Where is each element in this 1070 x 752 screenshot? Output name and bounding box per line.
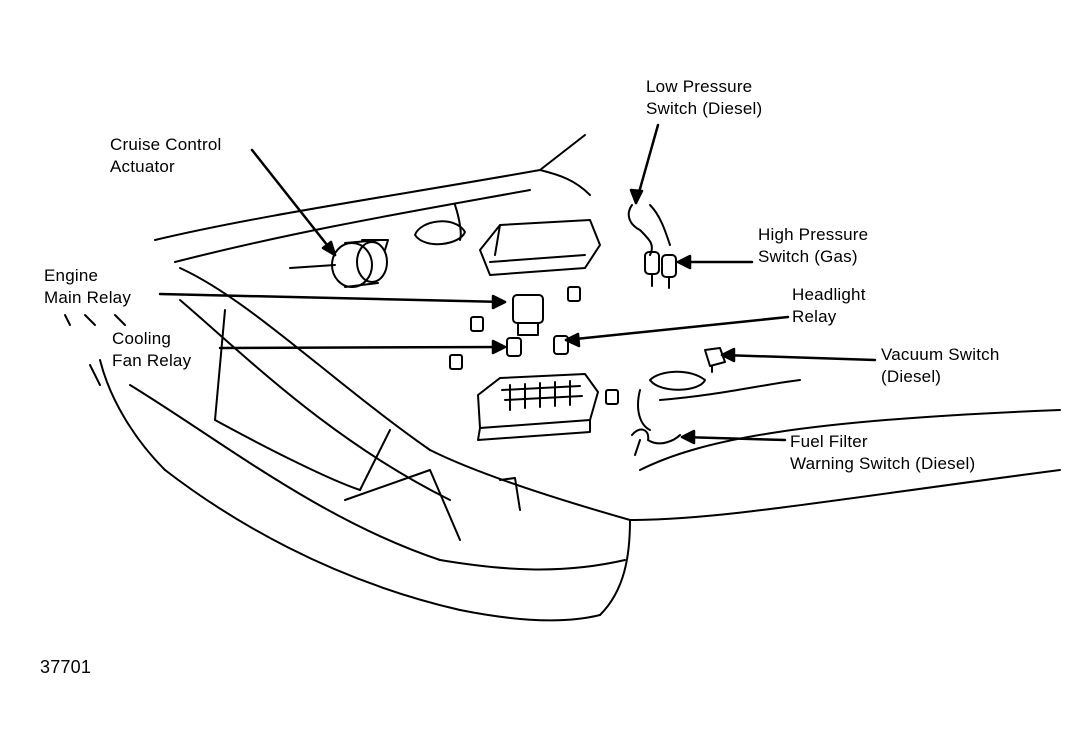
- label-line: Warning Switch (Diesel): [790, 454, 976, 473]
- label-cruise-control-actuator: Cruise Control Actuator: [110, 134, 221, 178]
- label-fuel-filter-warning-switch: Fuel Filter Warning Switch (Diesel): [790, 431, 975, 475]
- label-vacuum-switch: Vacuum Switch (Diesel): [881, 344, 1000, 388]
- label-line: Switch (Gas): [758, 247, 858, 266]
- label-cooling-fan-relay: Cooling Fan Relay: [112, 328, 191, 372]
- leader-lines: [158, 123, 877, 445]
- fuse-block: [477, 373, 599, 441]
- label-line: Vacuum Switch: [881, 345, 1000, 364]
- cruise-control-actuator-part: [289, 239, 389, 288]
- label-high-pressure-switch: High Pressure Switch (Gas): [758, 224, 868, 268]
- relays: [449, 286, 619, 405]
- pressure-switches: [627, 204, 677, 289]
- label-headlight-relay: Headlight Relay: [792, 284, 866, 328]
- label-line: Actuator: [110, 157, 175, 176]
- air-cleaner: [479, 219, 601, 276]
- label-line: (Diesel): [881, 367, 942, 386]
- label-line: Cruise Control: [110, 135, 222, 154]
- label-engine-main-relay: Engine Main Relay: [44, 265, 131, 309]
- figure-number: 37701: [40, 657, 92, 677]
- label-line: Engine: [44, 266, 99, 285]
- label-line: Headlight: [792, 285, 866, 304]
- label-line: Main Relay: [44, 288, 132, 307]
- car-body-outline: [64, 134, 1061, 622]
- label-line: Fuel Filter: [790, 432, 868, 451]
- label-low-pressure-switch: Low Pressure Switch (Diesel): [646, 76, 762, 120]
- label-line: Switch (Diesel): [646, 99, 763, 118]
- strut-tower: [414, 204, 706, 431]
- label-line: High Pressure: [758, 225, 869, 244]
- label-line: Low Pressure: [646, 77, 753, 96]
- label-line: Fan Relay: [112, 351, 192, 370]
- label-line: Cooling: [112, 329, 172, 348]
- vacuum-and-fuel-switches: [631, 347, 726, 456]
- label-line: Relay: [792, 307, 837, 326]
